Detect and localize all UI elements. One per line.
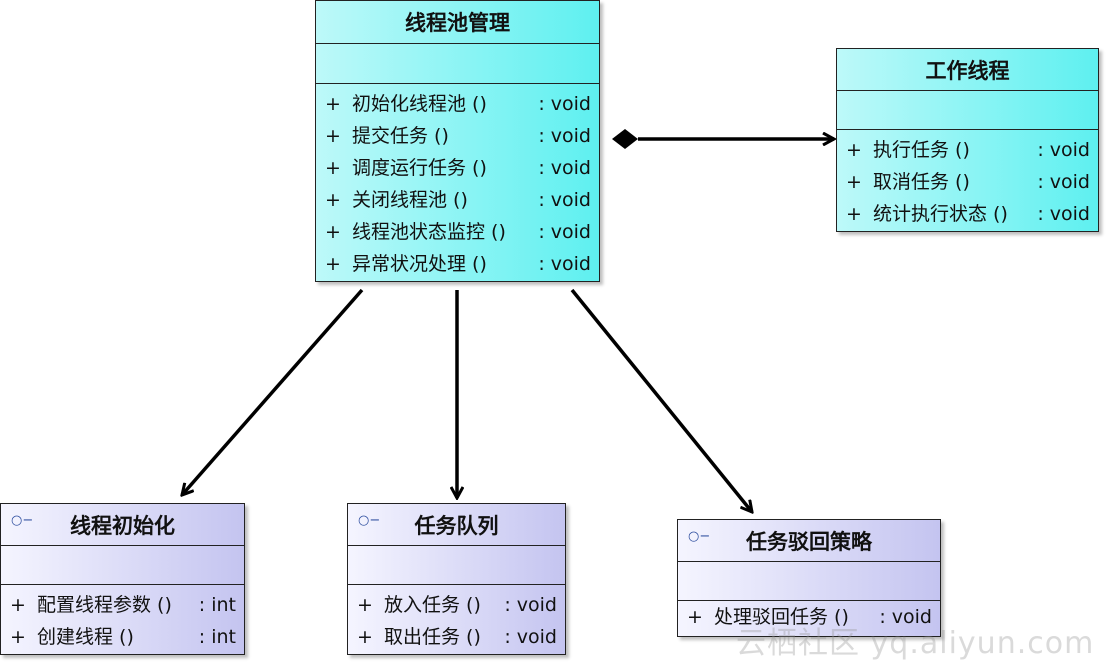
operation-row[interactable]: + 异常状况处理 () : void [325,253,591,275]
class-thread-init[interactable]: ○− 线程初始化 + 配置线程参数 () : int + 创建线程 () : i… [0,503,245,655]
operation-row[interactable]: + 线程池状态监控 () : void [325,221,591,243]
operation-row[interactable]: + 配置线程参数 () : int [10,594,236,616]
operation-row[interactable]: + 执行任务 () : void [846,139,1090,161]
class-reject-policy[interactable]: ○− 任务驳回策略 + 处理驳回任务 () : void [677,519,941,637]
operations-compartment: + 配置线程参数 () : int + 创建线程 () : int [1,585,244,653]
operation-row[interactable]: + 处理驳回任务 () : void [687,606,932,628]
operation-row[interactable]: + 提交任务 () : void [325,125,591,147]
operation-row[interactable]: + 放入任务 () : void [357,594,557,616]
operation-row[interactable]: + 调度运行任务 () : void [325,157,591,179]
operations-compartment: + 初始化线程池 () : void + 提交任务 () : void + 调度… [316,84,599,280]
attributes-compartment [837,91,1098,130]
operations-compartment: + 处理驳回任务 () : void [678,601,940,633]
operations-compartment: + 执行任务 () : void + 取消任务 () : void + 统计执行… [837,130,1098,230]
class-title: ○− 任务队列 [348,504,565,546]
interface-lollipop-icon: ○− [358,513,381,528]
operation-row[interactable]: + 关闭线程池 () : void [325,189,591,211]
interface-lollipop-icon: ○− [11,513,34,528]
arrow-to-reject-policy [570,288,752,512]
operation-row[interactable]: + 统计执行状态 () : void [846,203,1090,225]
class-title: ○− 线程初始化 [1,504,244,546]
class-worker-thread[interactable]: 工作线程 + 执行任务 () : void + 取消任务 () : void +… [836,48,1099,232]
class-task-queue[interactable]: ○− 任务队列 + 放入任务 () : void + 取出任务 () : voi… [347,503,566,655]
interface-lollipop-icon: ○− [688,529,711,544]
attributes-compartment [1,546,244,585]
composition-diamond [612,129,638,149]
class-title: 工作线程 [837,49,1098,91]
watermark: 云栖社区 yq.aliyun.com [736,626,1095,661]
class-thread-pool-manager[interactable]: 线程池管理 + 初始化线程池 () : void + 提交任务 () : voi… [315,0,600,282]
class-title: ○− 任务驳回策略 [678,520,940,562]
attributes-compartment [316,44,599,84]
operations-compartment: + 放入任务 () : void + 取出任务 () : void [348,585,565,653]
operation-row[interactable]: + 取消任务 () : void [846,171,1090,193]
composition-relation [612,129,834,149]
operation-row[interactable]: + 创建线程 () : int [10,626,236,648]
attributes-compartment [348,546,565,585]
operation-row[interactable]: + 取出任务 () : void [357,626,557,648]
class-title: 线程池管理 [316,1,599,44]
operation-row[interactable]: + 初始化线程池 () : void [325,93,591,115]
attributes-compartment [678,562,940,601]
arrow-to-thread-init [182,288,364,495]
